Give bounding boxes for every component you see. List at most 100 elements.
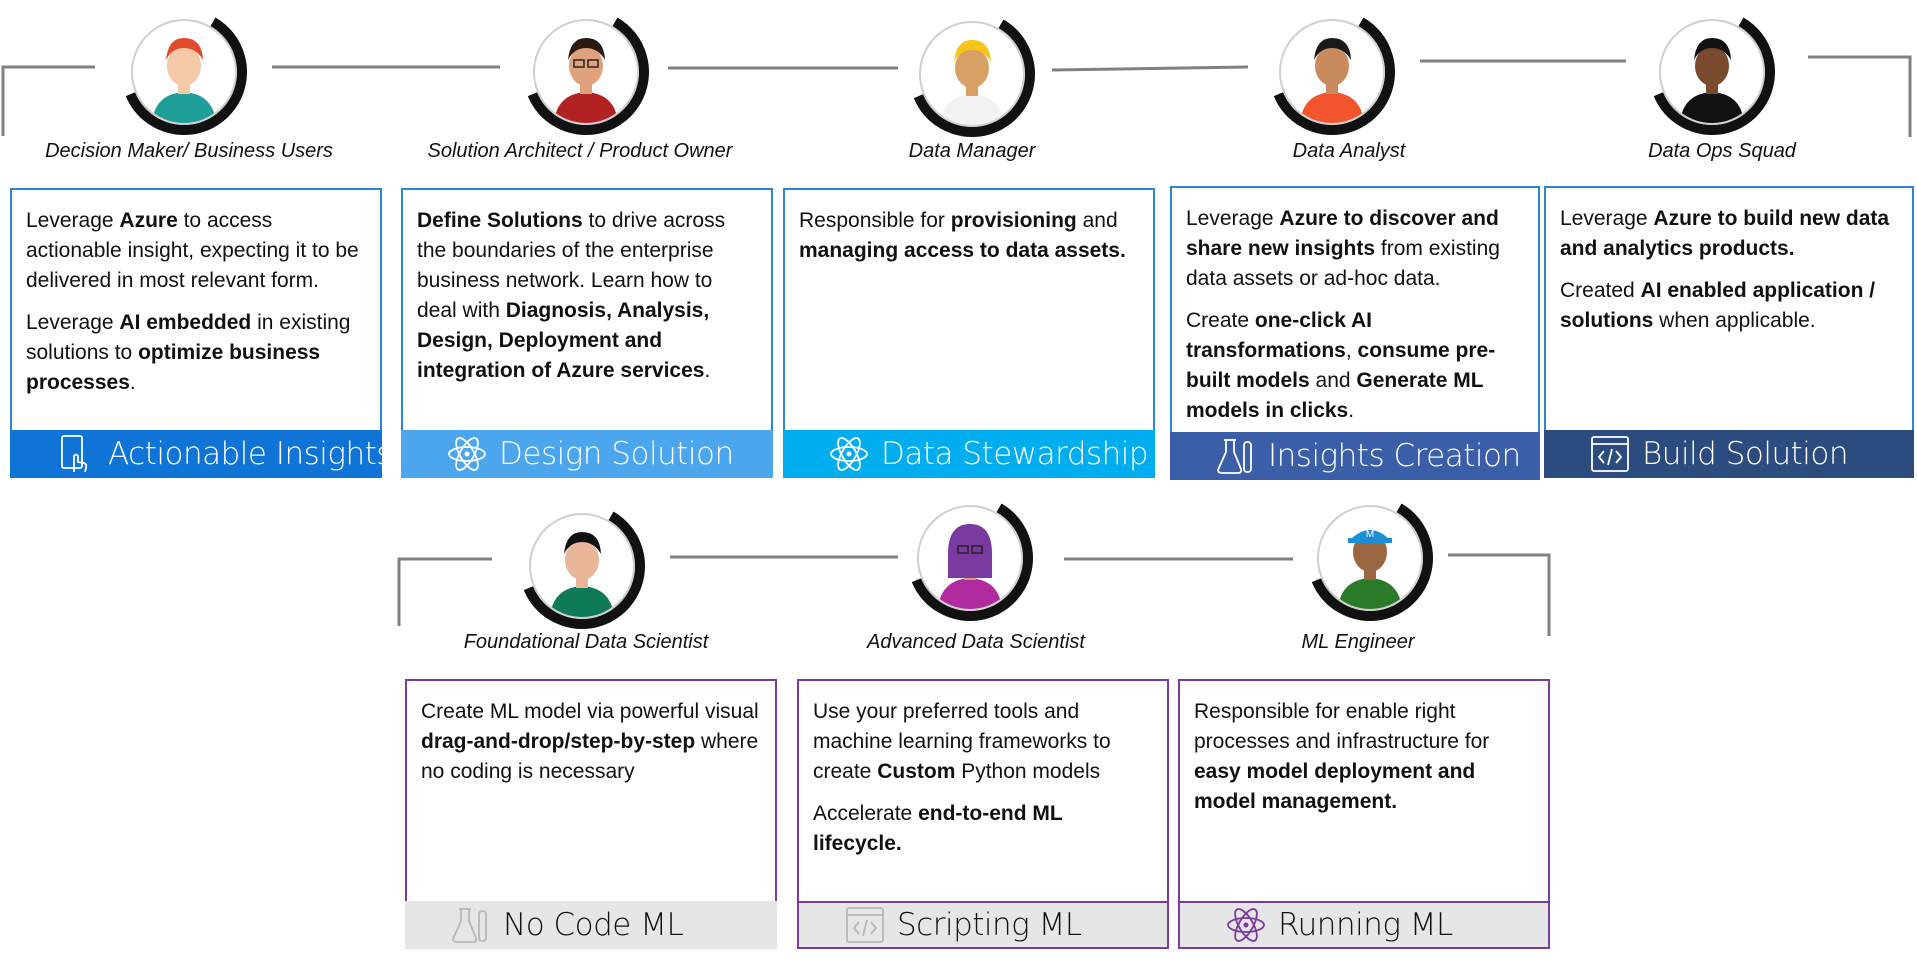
emphasis-text: easy model deployment and model manageme… (1194, 760, 1476, 813)
capability-label: Running ML (1278, 907, 1453, 943)
description-paragraph: Use your preferred tools and machine lea… (813, 697, 1153, 787)
capability-label: Design Solution (499, 436, 734, 472)
body-text: Leverage (26, 311, 120, 334)
capability-label: No Code ML (503, 907, 684, 943)
role-title: Decision Maker/ Business Users (45, 140, 333, 162)
body-text: to access actionable insight, expecting … (26, 209, 359, 292)
body-text: Accelerate (813, 802, 919, 825)
persona-card-insights-creation: Leverage Azure to discover and share new… (1170, 186, 1540, 480)
description-paragraph: Define Solutions to drive across the bou… (417, 206, 757, 386)
persona-description: Leverage Azure to access actionable insi… (12, 190, 380, 398)
data-stewardshipbar: Data Stewardship (783, 430, 1155, 478)
persona-card-scripting-ml: Use your preferred tools and machine lea… (797, 679, 1169, 949)
body-text: , (1345, 339, 1358, 362)
body-text: where no coding is necessary (421, 730, 759, 783)
lab-flask-icon (449, 905, 493, 945)
emphasis-text: drag-and-drop/step-by-step (421, 730, 696, 753)
emphasis-text: optimize business processes (26, 341, 321, 394)
capability-label: Data Stewardship (881, 436, 1149, 472)
tablet-touch-icon (54, 434, 98, 474)
capability-label: Scripting ML (897, 907, 1082, 943)
emphasis-text: AI enabled application / solutions (1560, 279, 1876, 332)
emphasis-text: one-click AI transformations (1186, 309, 1372, 362)
body-text: Use your preferred tools and machine lea… (813, 700, 1111, 783)
description-paragraph: Created AI enabled application / solutio… (1560, 276, 1898, 336)
role-title: Solution Architect / Product Owner (427, 140, 733, 162)
role-title: Advanced Data Scientist (867, 631, 1085, 653)
emphasis-text: Define Solutions (417, 209, 583, 232)
data-ops-avatar (1648, 8, 1776, 136)
description-paragraph: Responsible for provisioning and managin… (799, 206, 1139, 266)
persona-description: Leverage Azure to build new data and ana… (1546, 188, 1912, 336)
persona-description: Define Solutions to drive across the bou… (403, 190, 771, 386)
svg-text:M: M (1366, 529, 1374, 540)
persona-description: Responsible for provisioning and managin… (785, 190, 1153, 266)
persona-card-running-ml: Responsible for enable right processes a… (1178, 679, 1550, 949)
emphasis-text: Azure to discover and share new insights (1186, 207, 1499, 260)
ml-engineer-avatar: M (1306, 494, 1434, 622)
persona-description: Create ML model via powerful visual drag… (407, 681, 775, 787)
role-title: Data Manager (908, 140, 1036, 162)
description-paragraph: Responsible for enable right processes a… (1194, 697, 1534, 817)
body-text: . (704, 359, 711, 382)
code-window-icon (1588, 434, 1632, 474)
atom-icon (445, 434, 489, 474)
role-title: ML Engineer (1301, 631, 1415, 653)
design-solutionbar: Design Solution (401, 430, 773, 478)
description-paragraph: Accelerate end-to-end ML lifecycle. (813, 799, 1153, 859)
description-paragraph: Leverage Azure to access actionable insi… (26, 206, 366, 296)
persona-description: Responsible for enable right processes a… (1180, 681, 1548, 817)
body-text: . (129, 371, 136, 394)
emphasis-text: end-to-end ML lifecycle. (813, 802, 1063, 855)
persona-card-build-solution: Leverage Azure to build new data and ana… (1544, 186, 1914, 478)
solution-architect-avatar (522, 8, 650, 136)
persona-description: Use your preferred tools and machine lea… (799, 681, 1167, 859)
persona-card-actionable-insights: Leverage Azure to access actionable insi… (10, 188, 392, 478)
body-text: Responsible for enable right processes a… (1194, 700, 1490, 753)
role-title: Data Analyst (1292, 140, 1406, 162)
description-paragraph: Leverage Azure to discover and share new… (1186, 204, 1524, 294)
description-paragraph: Create ML model via powerful visual drag… (421, 697, 761, 787)
data-analyst-avatar (1268, 8, 1396, 136)
description-paragraph: Leverage AI embedded in existing solutio… (26, 308, 366, 398)
scripting-mlbar: Scripting ML (797, 901, 1169, 949)
code-window-icon (843, 905, 887, 945)
data-manager-avatar (908, 10, 1036, 138)
emphasis-text: provisioning (950, 209, 1077, 232)
body-text: and (1309, 369, 1357, 392)
body-text: . (1348, 399, 1355, 422)
advanced-data-scientist-avatar (906, 494, 1034, 622)
body-text: to drive across the boundaries of the en… (417, 209, 726, 322)
decision-maker-avatar (120, 8, 248, 136)
foundational-data-scientist-avatar (518, 502, 646, 630)
insights-creationbar: Insights Creation (1170, 432, 1540, 480)
body-text: in existing solutions to (26, 311, 351, 364)
persona-card-design-solution: Define Solutions to drive across the bou… (401, 188, 773, 478)
role-title: Data Ops Squad (1648, 140, 1796, 162)
lab-flask-icon (1214, 436, 1258, 476)
actionable-insightsbar: Actionable Insights (10, 430, 392, 478)
emphasis-text: AI embedded (119, 311, 252, 334)
capability-label: Actionable Insights (108, 436, 392, 472)
body-text: Leverage (26, 209, 120, 232)
persona-description: Leverage Azure to discover and share new… (1172, 188, 1538, 426)
body-text: Create ML model via powerful visual (421, 700, 759, 723)
emphasis-text: Custom (877, 760, 956, 783)
persona-card-data-stewardship: Responsible for provisioning and managin… (783, 188, 1155, 478)
emphasis-text: consume pre-built models (1186, 339, 1496, 392)
build-solutionbar: Build Solution (1544, 430, 1914, 478)
description-paragraph: Leverage Azure to build new data and ana… (1560, 204, 1898, 264)
body-text: Create (1186, 309, 1255, 332)
persona-card-no-code-ml: Create ML model via powerful visual drag… (405, 679, 777, 949)
body-text: Created (1560, 279, 1641, 302)
emphasis-text: Azure (119, 209, 178, 232)
capability-label: Build Solution (1642, 436, 1849, 472)
body-text: Leverage (1186, 207, 1280, 230)
capability-label: Insights Creation (1268, 438, 1521, 474)
body-text: Leverage (1560, 207, 1654, 230)
role-title: Foundational Data Scientist (463, 631, 709, 653)
body-text: and (1076, 209, 1118, 232)
body-text: Python models (955, 760, 1101, 783)
emphasis-text: managing access to data assets. (799, 239, 1126, 262)
